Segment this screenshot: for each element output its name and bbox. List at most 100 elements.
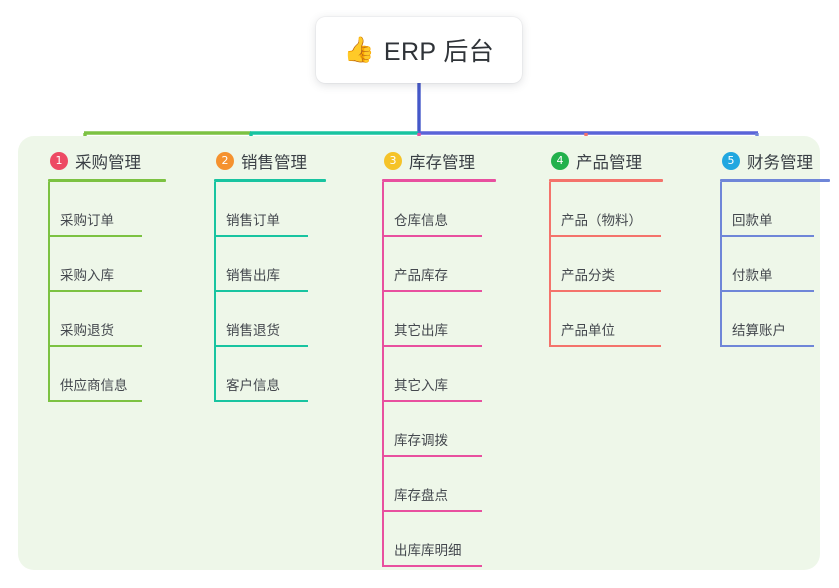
column-spine-1	[48, 182, 50, 402]
leaf-item[interactable]: 库存盘点	[364, 457, 484, 512]
column-items-2: 销售订单销售出库销售退货客户信息	[196, 182, 320, 402]
leaf-item-rule	[48, 235, 142, 237]
column-spine-2	[214, 182, 216, 402]
column-header-4[interactable]: 4 产品管理	[531, 148, 655, 174]
column-spine-5	[720, 182, 722, 347]
leaf-item-label: 其它入库	[394, 378, 448, 393]
leaf-item[interactable]: 产品单位	[531, 292, 661, 347]
leaf-item[interactable]: 销售订单	[196, 182, 320, 237]
leaf-item[interactable]: 供应商信息	[30, 347, 158, 402]
leaf-item-label: 库存调拨	[394, 433, 448, 448]
leaf-item-label: 采购订单	[60, 213, 114, 228]
column-title-4: 产品管理	[576, 154, 642, 172]
leaf-item-rule	[382, 510, 482, 512]
leaf-item[interactable]: 仓库信息	[364, 182, 484, 237]
column-header-3[interactable]: 3 库存管理	[364, 148, 484, 174]
column-4: 4 产品管理产品（物料） 产品分类产品单位	[531, 148, 663, 347]
column-header-1[interactable]: 1 采购管理	[30, 148, 158, 174]
column-header-rule-5	[720, 179, 830, 182]
column-3: 3 库存管理仓库信息产品库存其它出库其它入库库存调拨库存盘点出库库明细	[364, 148, 496, 567]
leaf-item-rule	[48, 400, 142, 402]
column-1: 1 采购管理采购订单采购入库采购退货供应商信息	[30, 148, 166, 402]
leaf-item[interactable]: 采购订单	[30, 182, 158, 237]
leaf-item[interactable]: 其它入库	[364, 347, 484, 402]
leaf-item[interactable]: 回款单	[702, 182, 818, 237]
leaf-item[interactable]: 采购入库	[30, 237, 158, 292]
leaf-item-label: 结算账户	[732, 323, 786, 338]
column-spine-4	[549, 182, 551, 347]
column-badge-5: 5	[722, 152, 740, 170]
leaf-item-label: 仓库信息	[394, 213, 448, 228]
column-header-rule-1	[48, 179, 166, 182]
thumbs-up-icon: 👍	[343, 35, 375, 64]
leaf-item[interactable]: 销售出库	[196, 237, 320, 292]
root-title: ERP 后台	[383, 38, 495, 66]
leaf-item-label: 产品分类	[561, 268, 615, 283]
content-panel	[18, 136, 820, 570]
leaf-item-rule	[382, 565, 482, 567]
leaf-item-rule	[382, 455, 482, 457]
leaf-item-label: 销售出库	[226, 268, 280, 283]
column-5: 5 财务管理回款单付款单结算账户	[702, 148, 830, 347]
leaf-item[interactable]: 结算账户	[702, 292, 818, 347]
column-badge-1: 1	[50, 152, 68, 170]
leaf-item-label: 库存盘点	[394, 488, 448, 503]
column-items-3: 仓库信息产品库存其它出库其它入库库存调拨库存盘点出库库明细	[364, 182, 484, 567]
column-header-5[interactable]: 5 财务管理	[702, 148, 818, 174]
column-title-3: 库存管理	[409, 154, 475, 172]
leaf-item-rule	[549, 290, 661, 292]
leaf-item-label: 产品（物料）	[561, 213, 642, 228]
column-badge-2: 2	[216, 152, 234, 170]
leaf-item-rule	[214, 290, 308, 292]
leaf-item-rule	[382, 235, 482, 237]
leaf-item[interactable]: 产品库存	[364, 237, 484, 292]
leaf-item-label: 产品单位	[561, 323, 615, 338]
leaf-item-rule	[549, 235, 661, 237]
column-badge-3: 3	[384, 152, 402, 170]
leaf-item-rule	[720, 345, 814, 347]
leaf-item-rule	[214, 345, 308, 347]
column-title-5: 财务管理	[747, 154, 813, 172]
leaf-item-label: 回款单	[732, 213, 773, 228]
leaf-item-label: 产品库存	[394, 268, 448, 283]
leaf-item-label: 其它出库	[394, 323, 448, 338]
leaf-item-rule	[720, 290, 814, 292]
leaf-item-rule	[549, 345, 661, 347]
column-spine-3	[382, 182, 384, 567]
leaf-item-rule	[48, 290, 142, 292]
root-card-inner: 👍 ERP 后台	[344, 32, 494, 68]
leaf-item-rule	[382, 290, 482, 292]
column-items-1: 采购订单采购入库采购退货供应商信息	[30, 182, 158, 402]
leaf-item-rule	[720, 235, 814, 237]
leaf-item[interactable]: 销售退货	[196, 292, 320, 347]
leaf-item-rule	[214, 400, 308, 402]
column-title-1: 采购管理	[75, 154, 141, 172]
leaf-item-rule	[214, 235, 308, 237]
leaf-item[interactable]: 产品（物料）	[531, 182, 661, 237]
leaf-item-label: 销售退货	[226, 323, 280, 338]
leaf-item[interactable]: 付款单	[702, 237, 818, 292]
column-header-rule-3	[382, 179, 496, 182]
leaf-item[interactable]: 库存调拨	[364, 402, 484, 457]
leaf-item-label: 采购退货	[60, 323, 114, 338]
leaf-item-rule	[382, 400, 482, 402]
column-items-4: 产品（物料） 产品分类产品单位	[531, 182, 661, 347]
leaf-item-rule	[48, 345, 142, 347]
leaf-item-label: 付款单	[732, 268, 773, 283]
column-badge-4: 4	[551, 152, 569, 170]
leaf-item[interactable]: 采购退货	[30, 292, 158, 347]
leaf-item-label: 销售订单	[226, 213, 280, 228]
leaf-item-label: 出库库明细	[394, 543, 462, 558]
column-header-rule-4	[549, 179, 663, 182]
leaf-item-rule	[382, 345, 482, 347]
leaf-item-label: 供应商信息	[60, 378, 128, 393]
leaf-item[interactable]: 出库库明细	[364, 512, 484, 567]
leaf-item[interactable]: 产品分类	[531, 237, 661, 292]
leaf-item[interactable]: 客户信息	[196, 347, 320, 402]
column-items-5: 回款单付款单结算账户	[702, 182, 818, 347]
root-title-card[interactable]: 👍 ERP 后台	[316, 17, 522, 83]
leaf-item[interactable]: 其它出库	[364, 292, 484, 347]
